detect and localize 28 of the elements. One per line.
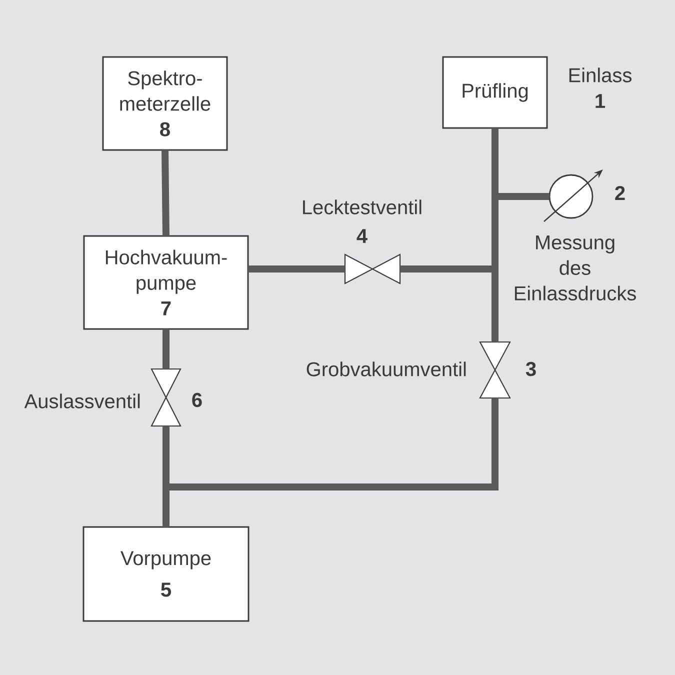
pipe-line: [492, 196, 498, 269]
callout-number: 6: [192, 392, 202, 408]
callout-number: 2: [615, 186, 625, 200]
callout-number: 4: [356, 229, 368, 243]
callout-number: 1: [596, 94, 606, 108]
pipe-line: [162, 487, 170, 527]
pipe-line: [492, 269, 498, 342]
component-box: Vorpumpe 5: [82, 526, 250, 622]
component-box: Spektro- meterzelle 8: [102, 56, 228, 151]
callout-number: 3: [526, 362, 536, 376]
valve-symbol: [150, 368, 182, 427]
pipe-line: [248, 266, 345, 272]
component-box: Hochvakuum- pumpe 7: [83, 235, 249, 330]
component-label: Messung des Einlassdrucks: [514, 236, 636, 300]
component-box: Prüfling: [442, 56, 548, 129]
valve-symbol: [344, 254, 401, 284]
pipe-line: [498, 193, 550, 200]
pipe-line: [170, 398, 498, 490]
component-label: Auslassventil: [24, 394, 140, 408]
valve-symbol: [479, 341, 511, 399]
pipe-line: [492, 128, 498, 196]
pipe-line: [400, 266, 492, 272]
component-label: Grobvakuumventil: [306, 362, 466, 376]
component-label: Einlass: [569, 68, 632, 82]
pipe-line: [162, 329, 170, 369]
pipe-line: [162, 150, 170, 236]
pipe-line: [162, 426, 170, 487]
component-label: Lecktestventil: [303, 200, 422, 214]
